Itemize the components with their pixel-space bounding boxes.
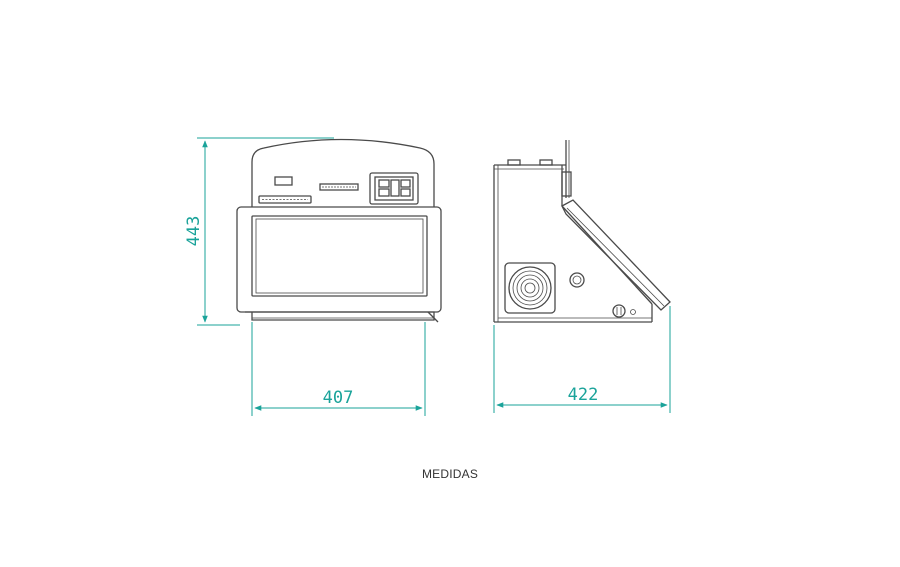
side-power-connector [612,304,626,318]
side-display-panel [561,199,671,311]
side-fan [508,266,552,310]
side-round-port [569,272,585,288]
height-dimension-label: 443 [184,216,204,247]
dimension-side-depth [493,306,671,413]
front-indicator [274,176,293,186]
front-width-dimension-label: 407 [323,388,354,408]
side-depth-dimension-label: 422 [568,385,599,405]
dimension-front-width [251,322,426,416]
side-view [493,140,671,323]
caption: MEDIDAS [421,467,479,481]
dimension-height [197,137,334,326]
front-view [236,138,442,323]
front-keypad-outer [369,172,419,205]
front-keypad-inner [374,176,414,201]
front-screen [251,215,428,297]
front-label-strip [319,183,359,191]
front-base [245,311,435,321]
side-fan-frame [504,262,556,314]
front-top-housing [251,138,435,207]
front-slot [258,195,312,204]
